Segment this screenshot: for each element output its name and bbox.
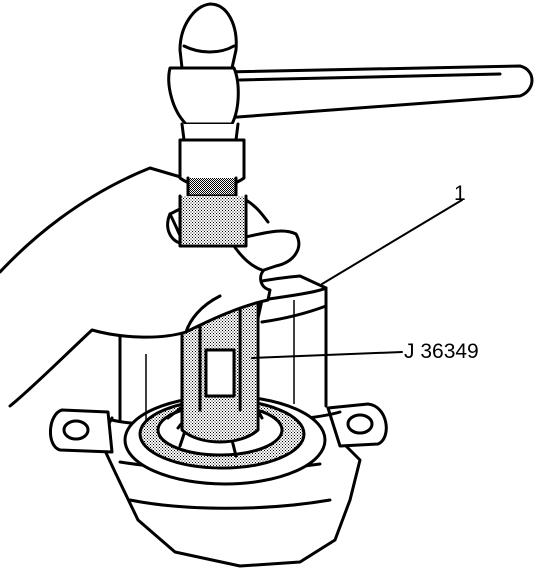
left-bolt-hole	[62, 419, 90, 441]
hammer-head	[167, 66, 240, 126]
leader-tool	[251, 351, 403, 359]
leader-part-1	[321, 199, 463, 285]
tool-top	[178, 194, 270, 248]
hammer	[167, 2, 534, 198]
callout-part-1-label: 1	[454, 182, 466, 205]
callout-tool-label: J 36349	[404, 340, 479, 363]
right-bolt-hole	[346, 413, 374, 435]
